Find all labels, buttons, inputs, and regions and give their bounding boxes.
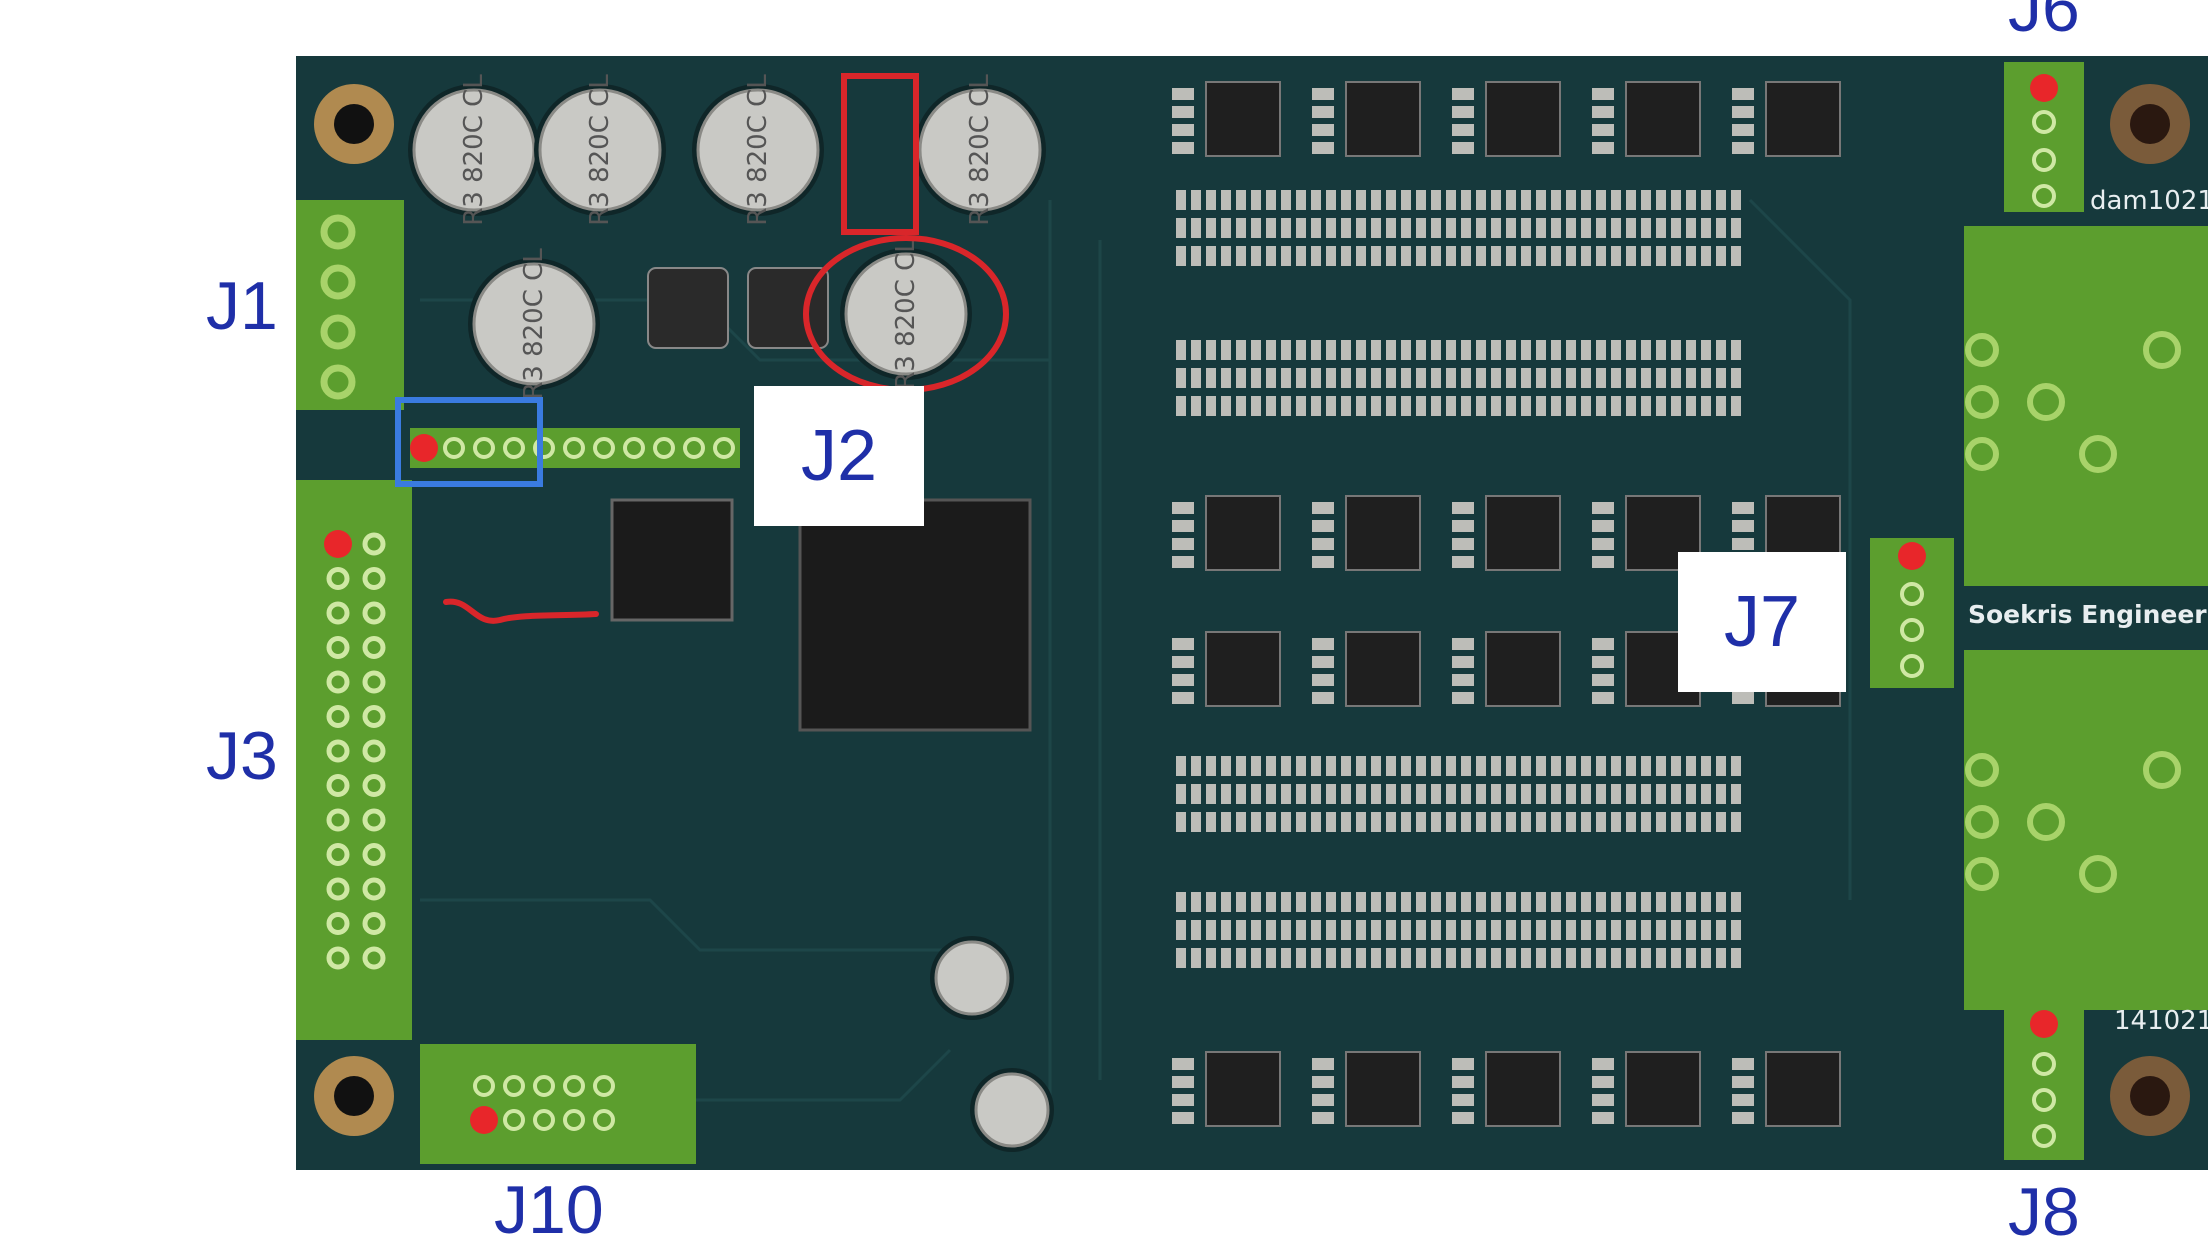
svg-text:R3 820C CL: R3 820C CL bbox=[891, 238, 921, 390]
ic-chip bbox=[1592, 1051, 1701, 1127]
j1-label: J1 bbox=[206, 268, 278, 344]
j3-label: J3 bbox=[206, 718, 278, 794]
resistor-array-4 bbox=[1176, 892, 1741, 968]
ic-chip bbox=[1452, 495, 1561, 571]
svg-text:R3 820C CL: R3 820C CL bbox=[459, 74, 489, 226]
svg-text:R3 820C CL: R3 820C CL bbox=[585, 74, 615, 226]
j8-label: J8 bbox=[2008, 1174, 2080, 1250]
pin1-markers bbox=[324, 74, 2058, 1134]
j2-pin-strip bbox=[410, 428, 740, 468]
capacitor-6: R3 820C CL bbox=[840, 238, 972, 390]
ic-chip bbox=[1172, 631, 1281, 707]
j3-pad-strip bbox=[296, 480, 412, 1040]
capacitor-8 bbox=[970, 1068, 1054, 1152]
resistor-array-1 bbox=[1176, 190, 1741, 266]
highlight-blue-rectangle bbox=[395, 397, 543, 487]
capacitor-4: R3 820C CL bbox=[914, 74, 1046, 226]
ic-chip bbox=[1312, 81, 1421, 157]
ic-chip bbox=[1452, 81, 1561, 157]
highlight-red-rectangle bbox=[841, 73, 919, 235]
p1-pad bbox=[1964, 226, 2208, 586]
ic-chip bbox=[1452, 1051, 1561, 1127]
mounting-holes bbox=[314, 84, 2190, 1136]
j10-pad-strip bbox=[420, 1044, 696, 1164]
ic-chip bbox=[1592, 81, 1701, 157]
capacitor-7 bbox=[930, 936, 1014, 1020]
ic-chip bbox=[1732, 81, 1841, 157]
ic-chip bbox=[1312, 1051, 1421, 1127]
ic-chip bbox=[1172, 495, 1281, 571]
j7-label: J7 bbox=[1723, 582, 1801, 662]
j2-label: J2 bbox=[800, 416, 878, 496]
j6-label: J6 bbox=[2008, 0, 2080, 46]
ic-chip bbox=[1312, 631, 1421, 707]
fpga-chip bbox=[798, 498, 1032, 732]
silk-model: dam1021 bbox=[2090, 186, 2208, 216]
ic-chip bbox=[1312, 495, 1421, 571]
capacitor-1: R3 820C CL bbox=[408, 74, 540, 226]
ic-chip bbox=[1452, 631, 1561, 707]
j10-label: J10 bbox=[494, 1172, 604, 1248]
svg-text:R3 820C CL: R3 820C CL bbox=[519, 248, 549, 400]
capacitor-2: R3 820C CL bbox=[534, 74, 666, 226]
ic-chip bbox=[1172, 81, 1281, 157]
p2-pad bbox=[1964, 650, 2208, 1010]
silk-vendor: Soekris Engineering bbox=[1968, 600, 2208, 629]
j7-label-box: J7 bbox=[1678, 552, 1846, 692]
ic-chip bbox=[1732, 1051, 1841, 1127]
capacitor-3: R3 820C CL bbox=[692, 74, 824, 226]
svg-text:R3 820C CL: R3 820C CL bbox=[743, 74, 773, 226]
silk-code: 141021 bbox=[2114, 1006, 2208, 1036]
resistor-array-2 bbox=[1176, 340, 1741, 416]
resistor-array-3 bbox=[1176, 756, 1741, 832]
j2-label-box: J2 bbox=[754, 386, 924, 526]
svg-text:R3 820C CL: R3 820C CL bbox=[965, 74, 995, 226]
ic-chip bbox=[1172, 1051, 1281, 1127]
red-squiggle-annotation bbox=[443, 598, 599, 624]
capacitor-5: R3 820C CL bbox=[468, 248, 600, 400]
